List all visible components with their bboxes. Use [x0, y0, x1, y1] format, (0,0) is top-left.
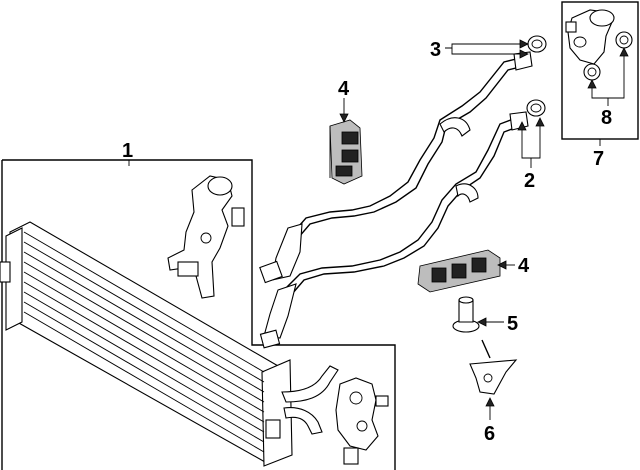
- callout-4-lower: 4: [518, 255, 530, 277]
- callout-3: 3: [430, 39, 441, 61]
- cooler-assembly-frame: [1, 159, 396, 470]
- line-seal-2: [526, 99, 546, 117]
- callout-8: 8: [601, 107, 612, 129]
- hose-clip-upper: [329, 119, 363, 185]
- callout-6: 6: [484, 423, 495, 445]
- callout-1: 1: [122, 140, 133, 162]
- housing-seal-left: [583, 63, 601, 81]
- callout-5: 5: [507, 313, 518, 335]
- thermostat-valve-upper: [167, 175, 245, 299]
- thermostat-housing: [565, 9, 615, 65]
- cooler-pipe: [281, 365, 339, 435]
- callout-4-upper: 4: [338, 78, 350, 100]
- housing-seal-right: [615, 31, 633, 49]
- hose-clip-lower: [417, 249, 501, 293]
- line-seal-3: [527, 35, 547, 53]
- oil-cooler-radiator: [0, 221, 293, 467]
- callout-7: 7: [593, 148, 604, 170]
- oil-cooler-line-upper: [259, 51, 533, 284]
- mount-bracket: [469, 339, 518, 395]
- mount-bushing: [452, 296, 480, 333]
- thermostat-valve-lower: [335, 377, 389, 465]
- callout-2: 2: [524, 170, 535, 192]
- leader-lines: [128, 39, 629, 420]
